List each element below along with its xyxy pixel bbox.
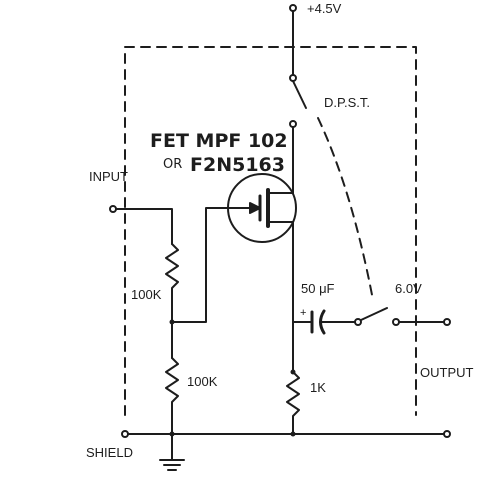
switch-type-label: D.P.S.T. (324, 95, 371, 110)
output-switch (354, 307, 451, 326)
output-label: OUTPUT (420, 365, 474, 380)
input-line (109, 205, 173, 245)
resistor-load-value: 1K (310, 380, 326, 395)
fet-or-label: OR (163, 157, 183, 172)
resistor-bottom-value: 100K (187, 374, 218, 389)
input-label: INPUT (89, 169, 128, 184)
ground-bus (121, 430, 451, 471)
capacitor-value: 50 μF (301, 281, 335, 296)
supply-switch (289, 4, 307, 194)
capacitor-50uf (292, 309, 356, 335)
supply-voltage-label: +4.5V (307, 1, 342, 16)
switch-ganged-link (317, 117, 374, 301)
junction-dots (169, 319, 296, 437)
resistor-top-value: 100K (131, 287, 162, 302)
shield-label: SHIELD (86, 445, 133, 460)
resistor-1k (286, 371, 300, 435)
resistor-100k-bottom (165, 357, 179, 435)
switch-voltage-label: 6.0V (395, 281, 422, 296)
shield-enclosure (124, 46, 417, 416)
fet-part-label: FET MPF 102 (150, 130, 288, 152)
resistor-100k-top (165, 243, 179, 359)
gate-wire (171, 207, 251, 323)
fet-alt-part-label: F2N5163 (190, 154, 285, 176)
capacitor-polarity: + (300, 307, 307, 319)
